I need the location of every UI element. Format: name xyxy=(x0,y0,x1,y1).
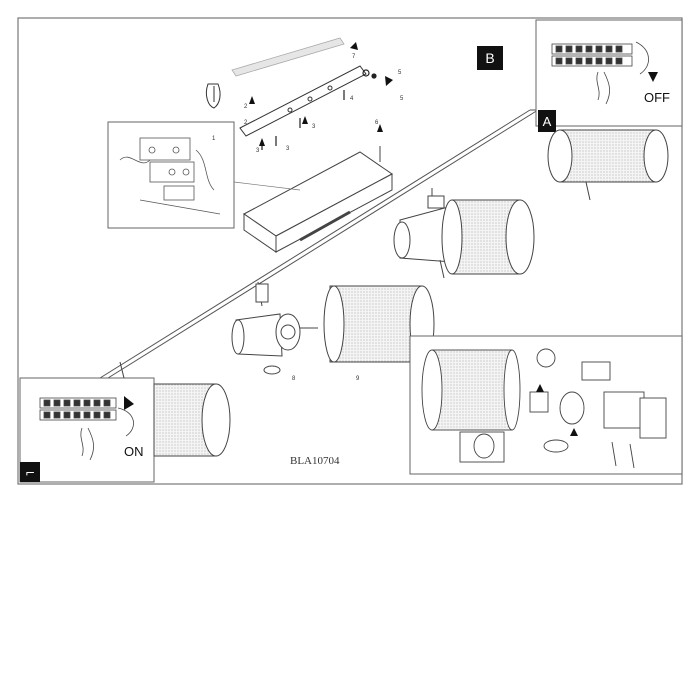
on-label: ON xyxy=(124,444,144,459)
step-number: 7 xyxy=(352,54,356,60)
pencil-icon xyxy=(205,83,221,109)
step-number: 3 xyxy=(256,148,260,154)
step-number: 3 xyxy=(312,124,316,130)
spotlight-middle xyxy=(393,188,535,279)
panel-c-inset: ON ⌐ xyxy=(19,377,155,483)
panel-a-inset: OFF xyxy=(535,19,683,127)
panel-a-letter: A xyxy=(543,114,552,129)
step-number: 1 xyxy=(212,136,216,142)
panel-b-letter: B xyxy=(485,50,494,66)
panel-b-badge: B xyxy=(477,46,503,70)
panel-c-letter: ⌐ xyxy=(25,466,35,480)
step-number: 5 xyxy=(400,96,404,102)
step-number: 6 xyxy=(375,120,379,126)
wiring-detail-inset xyxy=(107,121,301,229)
step-number: 5 xyxy=(398,70,402,76)
step-number: 2 xyxy=(244,104,248,110)
spotlight-bottom-left xyxy=(119,361,231,457)
off-label: OFF xyxy=(644,90,670,105)
outer-border xyxy=(17,17,683,485)
off-arrow-icon xyxy=(648,72,658,82)
step-number: 4 xyxy=(350,96,354,102)
step-number: 3 xyxy=(286,146,290,152)
step-number-labels: 1 2 2 3 3 3 4 5 5 6 7 8 9 xyxy=(212,54,404,382)
parts-inset xyxy=(409,335,683,475)
step-number: 8 xyxy=(292,376,296,382)
on-arrow-icon xyxy=(124,396,134,410)
mounting-bracket xyxy=(239,65,367,137)
wall-strip xyxy=(231,37,345,77)
spotlight-top-right xyxy=(547,129,669,201)
direction-arrows xyxy=(249,42,393,146)
switch-off-icon xyxy=(551,41,649,105)
switch-on-icon xyxy=(39,397,134,461)
panel-a-badge: A xyxy=(538,110,556,132)
step-number: 9 xyxy=(356,376,360,382)
spotlight-center-exploded xyxy=(231,281,435,375)
step-number: 2 xyxy=(244,120,248,126)
canopy-tray xyxy=(243,146,393,253)
model-code: BLA10704 xyxy=(290,455,340,467)
